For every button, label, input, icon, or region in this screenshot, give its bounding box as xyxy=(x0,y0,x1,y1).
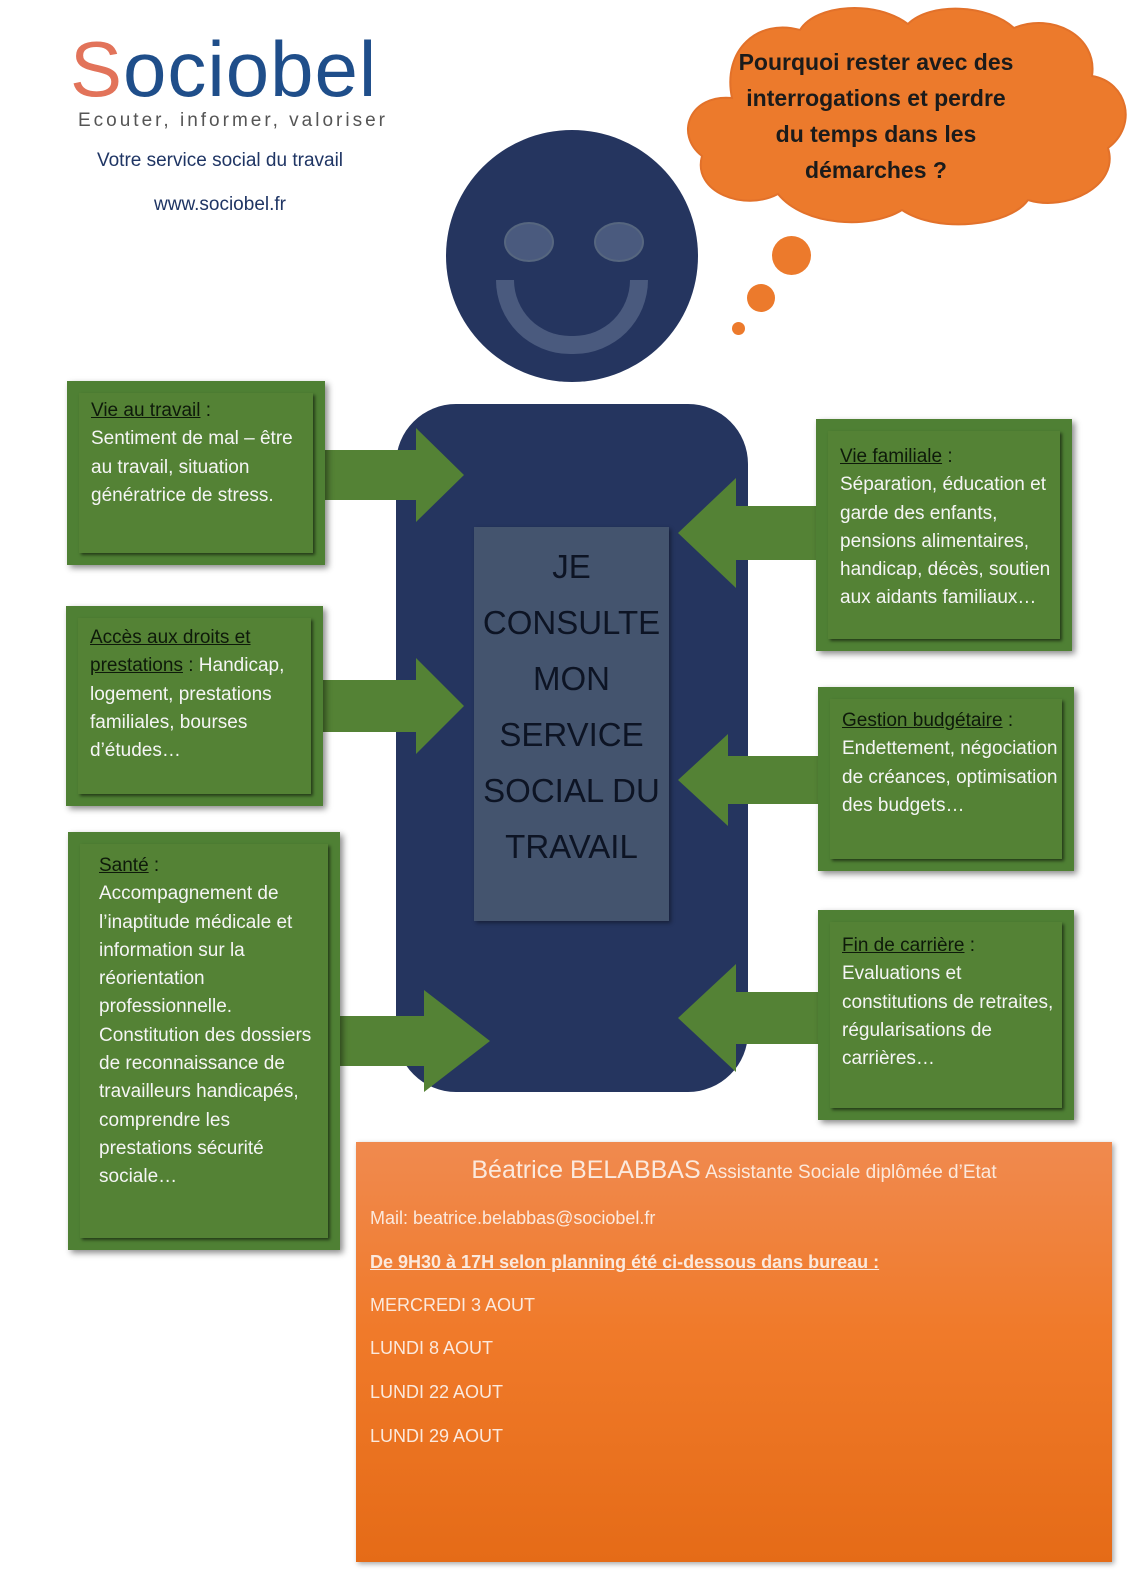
arrow-left-carriere xyxy=(678,964,822,1072)
website-link[interactable]: www.sociobel.fr xyxy=(154,194,286,215)
center-message: JE CONSULTE MON SERVICE SOCIAL DU TRAVAI… xyxy=(482,548,661,865)
box-inner xyxy=(78,618,311,794)
logo-tagline: Ecouter, informer, valoriser xyxy=(78,110,388,131)
schedule-date: LUNDI 22 AOUT xyxy=(370,1382,504,1402)
logo-wordmark: Sociobel xyxy=(70,28,400,110)
box-vie-au-travail: Vie au travail : Sentiment de mal – être … xyxy=(67,381,325,565)
arrow-left-budget xyxy=(678,734,824,826)
contact-panel: Béatrice BELABBAS Assistante Sociale dip… xyxy=(356,1142,1112,1562)
smile-mouth xyxy=(496,280,648,354)
box-text: Santé : Accompagnement de l’inaptitude mé… xyxy=(99,852,326,1192)
center-panel: JE CONSULTE MON SERVICE SOCIAL DU TRAVAI… xyxy=(474,527,669,921)
right-eye xyxy=(594,222,644,262)
box-text: Accès aux droits et prestations : Handic… xyxy=(90,624,309,765)
contact-name: Béatrice BELABBAS xyxy=(471,1156,701,1184)
bubble-cloud xyxy=(687,7,1127,226)
contact-hours: De 9H30 à 17H selon planning été ci-dess… xyxy=(370,1252,880,1272)
box-inner xyxy=(828,431,1060,639)
box-gestion-budgetaire: Gestion budgétaire : Endettement, négocia… xyxy=(818,687,1074,871)
box-colon: : xyxy=(182,655,194,677)
box-title: Vie au travail xyxy=(91,400,201,421)
box-vie-familiale: Vie familiale : Séparation, éducation et … xyxy=(816,419,1072,651)
box-inner xyxy=(830,922,1062,1108)
thought-dot-large xyxy=(772,236,811,275)
contact-header: Béatrice BELABBAS Assistante Sociale dip… xyxy=(356,1156,1112,1185)
box-text: Vie au travail : Sentiment de mal – être … xyxy=(91,397,311,510)
schedule-date: LUNDI 29 AOUT xyxy=(370,1426,504,1446)
box-acces-droits: Accès aux droits et prestations : Handic… xyxy=(66,606,323,806)
sociobel-logo: Sociobel Ecouter, informer, valoriser xyxy=(70,28,400,132)
box-title: Santé xyxy=(99,855,149,876)
left-eye xyxy=(504,222,554,262)
box-title: Fin de carrière xyxy=(842,935,965,956)
box-body: Sentiment de mal – être au travail, situ… xyxy=(91,428,293,506)
smiley-head xyxy=(446,130,698,382)
schedule-date: MERCREDI 3 AOUT xyxy=(370,1295,536,1315)
thought-bubble xyxy=(687,7,1127,226)
box-body: Evaluations et constitutions de retraite… xyxy=(842,963,1054,1070)
box-inner xyxy=(830,699,1062,859)
box-body: Endettement, négociation de créances, op… xyxy=(842,738,1058,816)
box-colon: : xyxy=(942,446,953,467)
thought-dot-small xyxy=(732,322,745,335)
box-text: Vie familiale : Séparation, éducation et … xyxy=(840,443,1058,613)
logo-letter-s: S xyxy=(70,25,124,113)
box-title: Vie familiale xyxy=(840,446,943,467)
box-fin-de-carriere: Fin de carrière : Evaluations et constitu… xyxy=(818,910,1074,1120)
contact-role: Assistante Sociale diplômée d’Etat xyxy=(705,1162,997,1183)
logo-letters: ociobel xyxy=(123,25,378,113)
arrow-left-familiale xyxy=(678,478,820,588)
box-colon: : xyxy=(1002,710,1014,731)
arrow-right-travail xyxy=(320,428,464,522)
box-colon: : xyxy=(964,935,976,956)
thought-dot-medium xyxy=(747,284,775,312)
box-inner xyxy=(80,844,328,1238)
arrow-right-droits xyxy=(320,658,464,754)
service-subtitle: Votre service social du travail xyxy=(96,150,344,171)
bubble-question: Pourquoi rester avec des interrogations … xyxy=(738,49,1014,183)
box-colon: : xyxy=(148,855,160,876)
box-colon: : xyxy=(200,400,212,421)
box-inner xyxy=(79,393,313,553)
box-body: Accompagnement de l’inaptitude médicale … xyxy=(99,883,312,1188)
box-body: Handicap, logement, prestations familial… xyxy=(90,655,285,762)
box-text: Gestion budgétaire : Endettement, négocia… xyxy=(842,707,1060,820)
box-title: Accès aux droits et prestations xyxy=(90,627,251,677)
box-text: Fin de carrière : Evaluations et constitu… xyxy=(842,932,1060,1073)
arrow-right-sante xyxy=(338,990,490,1092)
box-body: Séparation, éducation et garde des enfan… xyxy=(840,474,1051,609)
schedule-date: LUNDI 8 AOUT xyxy=(370,1338,494,1358)
box-title: Gestion budgétaire xyxy=(842,710,1003,731)
contact-mail[interactable]: Mail: beatrice.belabbas@sociobel.fr xyxy=(370,1208,656,1228)
box-sante: Santé : Accompagnement de l’inaptitude mé… xyxy=(68,832,340,1250)
